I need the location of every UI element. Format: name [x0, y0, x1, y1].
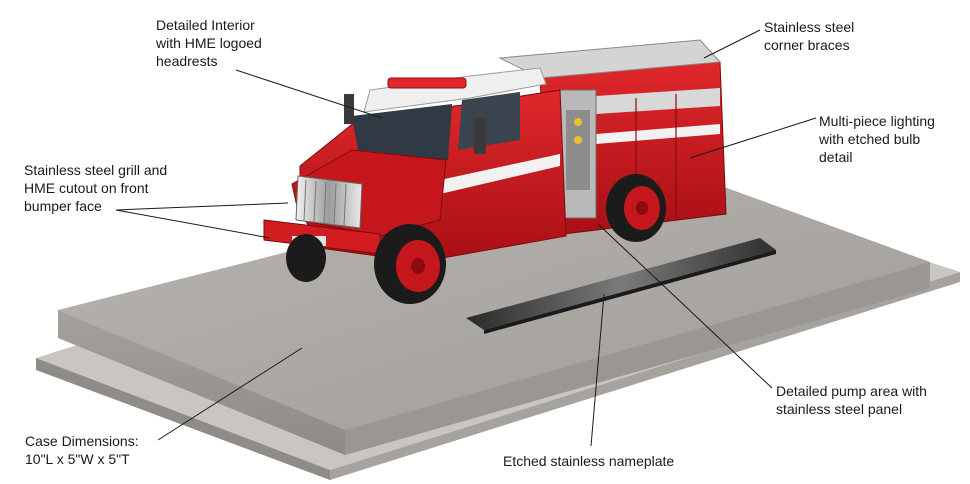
callout-line: 10"L x 5"W x 5"T	[25, 451, 130, 467]
callout-case-dimensions: Case Dimensions: 10"L x 5"W x 5"T	[25, 432, 139, 468]
callout-line: Detailed Interior	[156, 17, 255, 33]
callout-line: with etched bulb	[819, 131, 921, 147]
callout-corner-braces: Stainless steel corner braces	[764, 18, 854, 54]
callout-line: bumper face	[24, 198, 102, 214]
callout-line: Case Dimensions:	[25, 433, 139, 449]
hidden-front-wheel	[286, 234, 326, 282]
front-wheel	[374, 224, 446, 304]
callout-line: Multi-piece lighting	[819, 113, 935, 129]
callout-line: Etched stainless nameplate	[503, 453, 675, 469]
callout-line: headrests	[156, 53, 218, 69]
fire-truck-model	[263, 39, 727, 304]
callout-interior: Detailed Interior with HME logoed headre…	[156, 16, 262, 70]
callout-grill: Stainless steel grill and HME cutout on …	[24, 161, 167, 215]
callout-pump-area: Detailed pump area with stainless steel …	[776, 382, 927, 418]
callout-line: stainless steel panel	[776, 401, 903, 417]
callout-line: detail	[819, 149, 853, 165]
callout-line: Detailed pump area with	[776, 383, 927, 399]
callout-leader-lines	[115, 29, 817, 447]
display-base	[36, 160, 960, 480]
rear-wheel	[606, 174, 666, 242]
callout-line: Stainless steel	[764, 19, 855, 35]
callout-nameplate: Etched stainless nameplate	[503, 452, 674, 470]
etched-nameplate	[466, 238, 776, 334]
callout-line: corner braces	[764, 37, 850, 53]
callout-line: Stainless steel grill and	[24, 162, 168, 178]
callout-line: HME cutout on front	[24, 180, 149, 196]
callout-line: with HME logoed	[156, 35, 262, 51]
callout-lighting: Multi-piece lighting with etched bulb de…	[819, 112, 935, 166]
